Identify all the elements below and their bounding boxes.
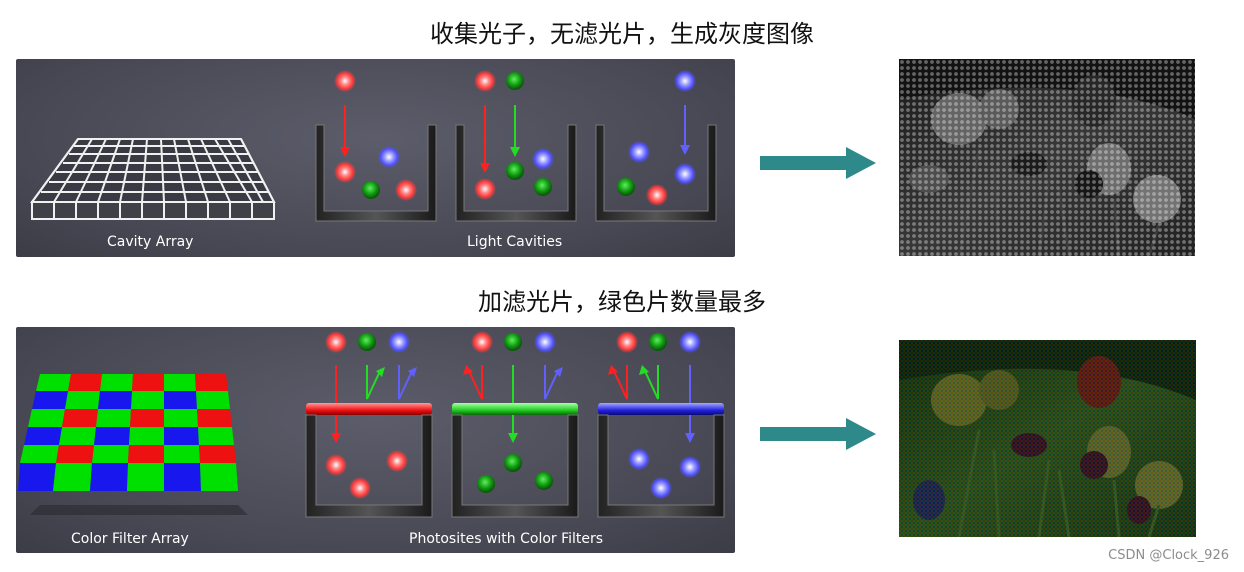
bottom-caption: 加滤光片，绿色片数量最多: [478, 288, 766, 316]
color-filter-panel: Color Filter Array Photosites with Color…: [16, 327, 735, 553]
photosites-label: Photosites with Color Filters: [409, 531, 604, 547]
color-filter-illustration: [18, 331, 725, 518]
cavity-array-panel: Cavity Array Light Cavities: [16, 59, 735, 257]
green-filter: [452, 403, 578, 415]
red-photon: [646, 184, 668, 206]
color-filter-array-label: Color Filter Array: [71, 531, 189, 547]
blue-photon: [650, 477, 672, 499]
cavity-array-label: Cavity Array: [107, 234, 194, 250]
blue-photon: [628, 448, 650, 470]
color-filter-array-grid: [18, 374, 248, 515]
red-photon: [474, 70, 496, 92]
blue-photon: [534, 331, 556, 353]
green-photon: [617, 178, 635, 196]
watermark: CSDN @Clock_926: [1108, 548, 1229, 563]
green-photon: [504, 333, 522, 351]
green-photon: [362, 181, 380, 199]
red-photon: [334, 70, 356, 92]
photosite-1: [305, 414, 433, 518]
blue-photon: [679, 456, 701, 478]
blue-photon: [679, 331, 701, 353]
red-photon: [386, 450, 408, 472]
green-photon: [506, 72, 524, 90]
red-photon: [471, 331, 493, 353]
cavity-grid: [30, 138, 276, 220]
right-arrow-icon: [760, 418, 876, 450]
top-caption: 收集光子，无滤光片，生成灰度图像: [430, 20, 814, 48]
photosite-3: [597, 414, 725, 518]
green-photon: [504, 454, 522, 472]
red-photon: [349, 477, 371, 499]
blue-photon: [532, 148, 554, 170]
cavity-array-illustration: [30, 70, 717, 222]
green-photon: [506, 162, 524, 180]
red-photon: [395, 179, 417, 201]
blue-photon: [674, 163, 696, 185]
green-photon: [477, 475, 495, 493]
red-photon: [474, 178, 496, 200]
red-filter: [306, 403, 432, 415]
right-arrow-icon: [760, 147, 876, 179]
red-photon: [616, 331, 638, 353]
red-photon: [334, 161, 356, 183]
red-photon: [325, 331, 347, 353]
photosite-2: [451, 414, 579, 518]
green-photon: [535, 472, 553, 490]
blue-photon: [628, 141, 650, 163]
blue-filter: [598, 403, 724, 415]
light-cavity-1: [315, 124, 437, 222]
blue-photon: [388, 331, 410, 353]
light-cavities-label: Light Cavities: [467, 234, 563, 250]
green-photon: [358, 333, 376, 351]
grayscale-image: [899, 59, 1195, 256]
blue-photon: [674, 70, 696, 92]
green-photon: [534, 178, 552, 196]
blue-photon: [378, 146, 400, 168]
green-photon: [649, 333, 667, 351]
color-mosaic-image: [899, 340, 1196, 537]
red-photon: [325, 454, 347, 476]
light-cavity-3: [595, 124, 717, 222]
light-cavity-2: [455, 124, 577, 222]
